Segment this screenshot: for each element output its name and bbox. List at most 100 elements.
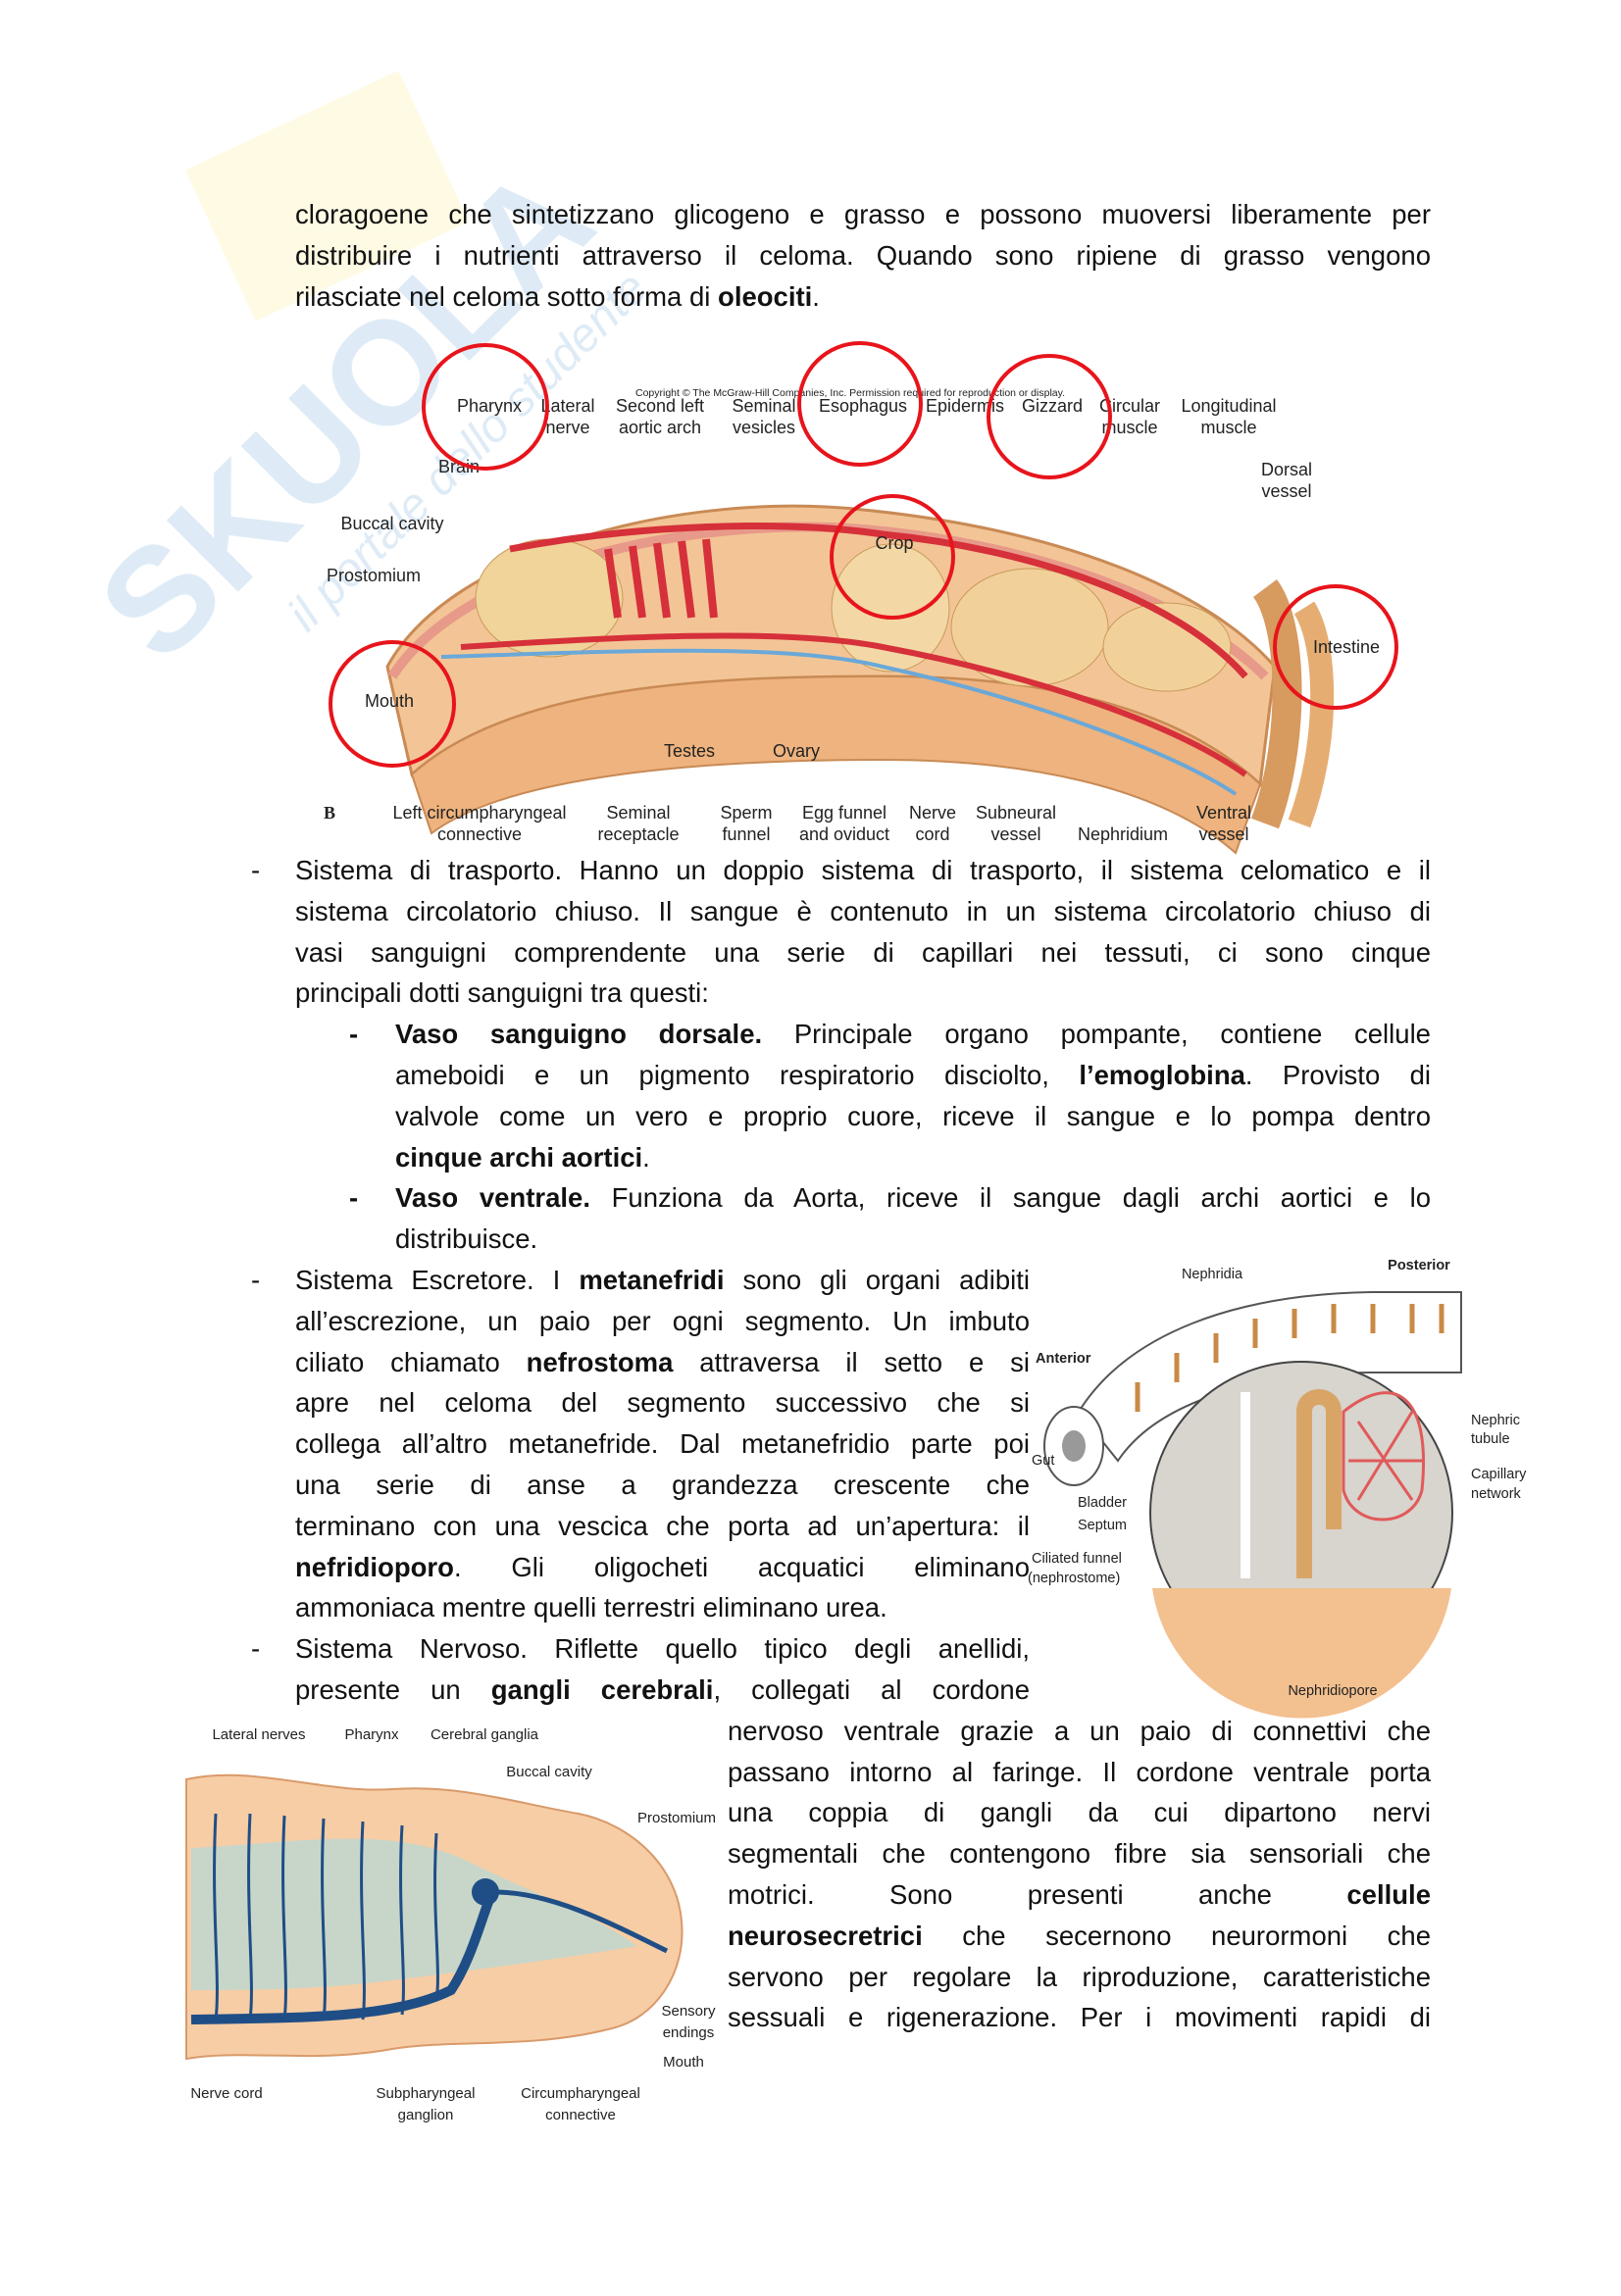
text-line: cloragoene che sintetizzano glicogeno e …	[0, 194, 1621, 235]
line-text: distribuisce.	[395, 1219, 1431, 1260]
label-nerve-cord-2: cord	[915, 824, 949, 844]
text-line: neurosecretrici che secernono neurormoni…	[0, 1916, 1621, 1957]
text-line: rilasciate nel celoma sotto forma di ole…	[0, 276, 1621, 318]
text-segment: valvole come un vero e proprio cuore, ri…	[395, 1100, 1431, 1131]
text-segment: . Gli oligocheti acquatici eliminano	[453, 1551, 1030, 1582]
label-circumpharyngeal-connective-2: connective	[545, 2107, 616, 2123]
label-dorsal-vessel: Dorsal	[1261, 460, 1312, 479]
text-line: -Sistema di trasporto. Hanno un doppio s…	[0, 850, 1621, 891]
label-aortic-arch: Second left	[616, 396, 704, 416]
bold-term: Vaso ventrale.	[395, 1182, 590, 1214]
line-text: una coppia di gangli da cui dipartono ne…	[728, 1792, 1431, 1833]
list-bullet: -	[251, 1265, 261, 1295]
text-segment: , collegati al cordone	[713, 1674, 1030, 1705]
highlight-circle-intestine	[1273, 584, 1398, 710]
label-longitudinal-muscle-2: muscle	[1200, 418, 1256, 437]
line-text: cloragoene che sintetizzano glicogeno e …	[295, 194, 1431, 235]
line-text: terminano con una vescica che porta ad u…	[295, 1506, 1030, 1547]
text-segment: attraversa il setto e si	[673, 1346, 1030, 1377]
line-text: una serie di anse a grandezza crescente …	[295, 1465, 1030, 1506]
text-line: passano intorno al faringe. Il cordone v…	[0, 1752, 1621, 1793]
copyright-notice: Copyright © The McGraw-Hill Companies, I…	[635, 387, 1065, 399]
label-pharynx: Pharynx	[457, 396, 522, 416]
text-segment: all’escrezione, un paio per ogni segment…	[295, 1305, 1030, 1336]
label-seminal-receptacle-2: receptacle	[597, 824, 679, 844]
label-ventral-vessel-2: vessel	[1198, 824, 1248, 844]
bold-term: l’emoglobina	[1079, 1060, 1245, 1090]
bold-term: nefridioporo	[295, 1551, 454, 1582]
bold-term: gangli cerebrali	[490, 1674, 714, 1705]
highlight-circle-crop	[830, 494, 955, 620]
line-text: cinque archi aortici.	[395, 1137, 1431, 1178]
line-text: valvole come un vero e proprio cuore, ri…	[395, 1096, 1431, 1137]
text-segment: ammoniaca mentre quelli terrestri elimin…	[295, 1592, 887, 1623]
text-segment: .	[812, 281, 820, 312]
highlight-circle-pharynx	[422, 343, 549, 471]
text-segment: nervoso ventrale grazie a un paio di con…	[728, 1715, 1431, 1746]
line-text: ameboidi e un pigmento respiratorio disc…	[395, 1055, 1431, 1096]
label-lateral-nerve-2: nerve	[545, 418, 589, 437]
label-crop: Crop	[875, 533, 913, 553]
line-text: sessuali e rigenerazione. Per i moviment…	[728, 1997, 1431, 2038]
line-text: principali dotti sanguigni tra questi:	[295, 973, 1431, 1014]
label-lateral-nerve: Lateral	[540, 396, 594, 416]
line-text: ammoniaca mentre quelli terrestri elimin…	[295, 1587, 1030, 1628]
label-circular-muscle-2: muscle	[1101, 418, 1157, 437]
text-line: apre nel celoma del segmento successivo …	[0, 1382, 1621, 1423]
text-segment: sessuali e rigenerazione. Per i moviment…	[728, 2002, 1431, 2033]
label-nephridium: Nephridium	[1078, 824, 1168, 844]
text-line: ameboidi e un pigmento respiratorio disc…	[0, 1055, 1621, 1096]
label-brain: Brain	[438, 457, 480, 476]
text-line: all’escrezione, un paio per ogni segment…	[0, 1301, 1621, 1342]
line-text: ciliato chiamato nefrostoma attraversa i…	[295, 1342, 1030, 1383]
line-text: sistema circolatorio chiuso. Il sangue è…	[295, 891, 1431, 932]
text-segment: servono per regolare la riproduzione, ca…	[728, 1961, 1431, 1992]
text-segment: distribuisce.	[395, 1223, 538, 1255]
highlight-circle-gizzard	[987, 354, 1112, 479]
text-line: sistema circolatorio chiuso. Il sangue è…	[0, 891, 1621, 932]
line-text: nervoso ventrale grazie a un paio di con…	[728, 1711, 1431, 1752]
text-line: motrici. Sono presenti anche cellule	[0, 1874, 1621, 1916]
line-text: apre nel celoma del segmento successivo …	[295, 1382, 1030, 1423]
label-subneural-vessel: Subneural	[976, 803, 1056, 823]
text-segment: Funziona da Aorta, riceve il sangue dagl…	[589, 1182, 1431, 1214]
text-line: ammoniaca mentre quelli terrestri elimin…	[0, 1587, 1621, 1628]
text-line: presente un gangli cerebrali, collegati …	[0, 1670, 1621, 1711]
label-ovary: Ovary	[773, 741, 820, 761]
line-text: nefridioporo. Gli oligocheti acquatici e…	[295, 1547, 1030, 1588]
bold-term: neurosecretrici	[728, 1920, 923, 1951]
text-line: collega all’altro metanefride. Dal metan…	[0, 1423, 1621, 1465]
label-sperm-funnel: Sperm	[720, 803, 772, 823]
worm-body-illustration	[385, 504, 1335, 855]
text-line: servono per regolare la riproduzione, ca…	[0, 1957, 1621, 1998]
label-subpharyngeal-ganglion-2: ganglion	[398, 2107, 454, 2123]
list-bullet: -	[349, 1019, 359, 1050]
text-segment: sistema circolatorio chiuso. Il sangue è…	[295, 895, 1431, 926]
text-segment: distribuire i nutrienti attraverso il ce…	[295, 240, 1431, 271]
svg-text:il portale dello studente: il portale dello studente	[279, 262, 658, 641]
line-text: vasi sanguigni comprendente una serie di…	[295, 932, 1431, 973]
bold-term: cinque archi aortici	[395, 1141, 643, 1173]
highlight-circle-esophagus	[797, 341, 923, 467]
line-text: rilasciate nel celoma sotto forma di ole…	[295, 276, 1431, 318]
text-line: nefridioporo. Gli oligocheti acquatici e…	[0, 1547, 1621, 1588]
label-intestine: Intestine	[1313, 637, 1380, 657]
label-egg-funnel: Egg funnel	[802, 803, 886, 823]
label-left-circumpharyngeal-2: connective	[437, 824, 522, 844]
text-segment: ameboidi e un pigmento respiratorio disc…	[395, 1060, 1080, 1090]
label-mouth: Mouth	[663, 2054, 704, 2071]
text-segment: Sistema Nervoso. Riflette quello tipico …	[295, 1633, 1030, 1665]
text-line: principali dotti sanguigni tra questi:	[0, 973, 1621, 1014]
label-nerve-cord: Nerve cord	[190, 2085, 262, 2102]
text-segment: principali dotti sanguigni tra questi:	[295, 977, 709, 1009]
text-line: sessuali e rigenerazione. Per i moviment…	[0, 1997, 1621, 2038]
label-ventral-vessel: Ventral	[1196, 803, 1251, 823]
label-dorsal-vessel-2: vessel	[1261, 481, 1311, 501]
line-text: Vaso ventrale. Funziona da Aorta, riceve…	[395, 1177, 1431, 1219]
text-segment: Principale organo pompante, contiene cel…	[762, 1019, 1431, 1050]
line-text: distribuire i nutrienti attraverso il ce…	[295, 235, 1431, 276]
text-segment: Sistema di trasporto. Hanno un doppio si…	[295, 855, 1431, 885]
line-text: all’escrezione, un paio per ogni segment…	[295, 1301, 1030, 1342]
label-egg-funnel-2: and oviduct	[799, 824, 889, 844]
text-line: -Vaso ventrale. Funziona da Aorta, ricev…	[0, 1177, 1621, 1219]
